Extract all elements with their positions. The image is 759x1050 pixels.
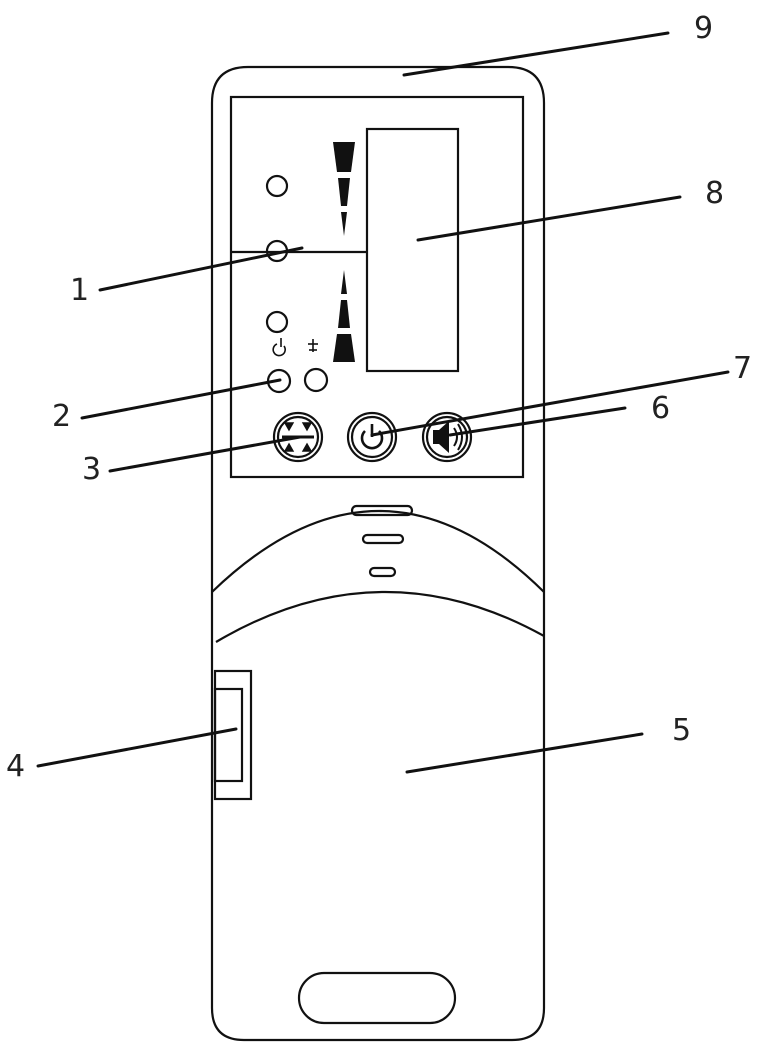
sensor-window-arc-lower [215,590,545,643]
leader-line-6 [448,406,627,437]
leader-line-1 [98,246,304,292]
leader-line-9 [402,31,670,77]
vent-slot-bottom [368,566,397,578]
lower-level-arrow [333,270,355,362]
led-indicator-top [265,174,289,198]
vent-slot-middle [361,533,405,545]
display-window [365,127,460,373]
sensor-window-arc-upper [211,510,545,593]
device-housing [210,65,546,1042]
callout-7: 7 [733,351,752,386]
battery-indicator-light [303,367,329,393]
level-mode-button[interactable] [272,411,324,463]
callout-6: 6 [651,391,670,426]
power-button[interactable] [346,411,398,463]
callout-4: 4 [6,749,25,784]
power-icon [272,338,286,357]
callout-8: 8 [705,176,724,211]
callout-2: 2 [52,399,71,434]
bottom-handle-slot[interactable] [297,971,457,1025]
callout-1: 1 [70,273,89,308]
callout-9: 9 [694,11,713,46]
leader-line-2 [80,378,282,420]
battery-icon [308,339,318,352]
leader-line-5 [405,732,644,774]
side-latch-inner [213,687,244,783]
sound-button[interactable] [421,411,473,463]
upper-level-arrow [333,142,355,236]
vent-slot-top [350,504,414,517]
led-indicator-bottom [265,310,289,334]
leader-line-4 [36,727,238,768]
callout-5: 5 [672,713,691,748]
leader-line-3 [108,435,302,473]
front-panel [229,95,525,479]
speaker-icon [433,421,463,453]
side-latch-outer[interactable] [213,669,253,801]
leader-line-8 [416,195,682,242]
callout-3: 3 [82,452,101,487]
leader-line-7 [370,370,730,437]
